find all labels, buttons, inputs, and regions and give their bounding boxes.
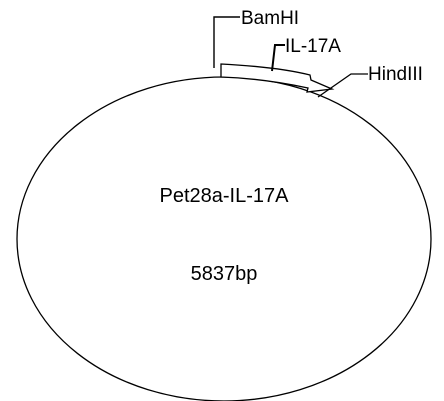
bamhi-leader-line — [213, 16, 240, 68]
hindiii-label: HindIII — [368, 64, 423, 85]
hindiii-leader-line — [317, 73, 368, 98]
bamhi-label: BamHI — [241, 8, 299, 29]
insert-label: IL-17A — [285, 36, 341, 57]
plasmid-size-label: 5837bp — [191, 263, 258, 285]
insert-arrow — [220, 63, 335, 93]
plasmid-backbone — [16, 76, 432, 401]
insert-leader-line — [271, 44, 285, 72]
plasmid-name-label: Pet28a-IL-17A — [160, 185, 290, 207]
